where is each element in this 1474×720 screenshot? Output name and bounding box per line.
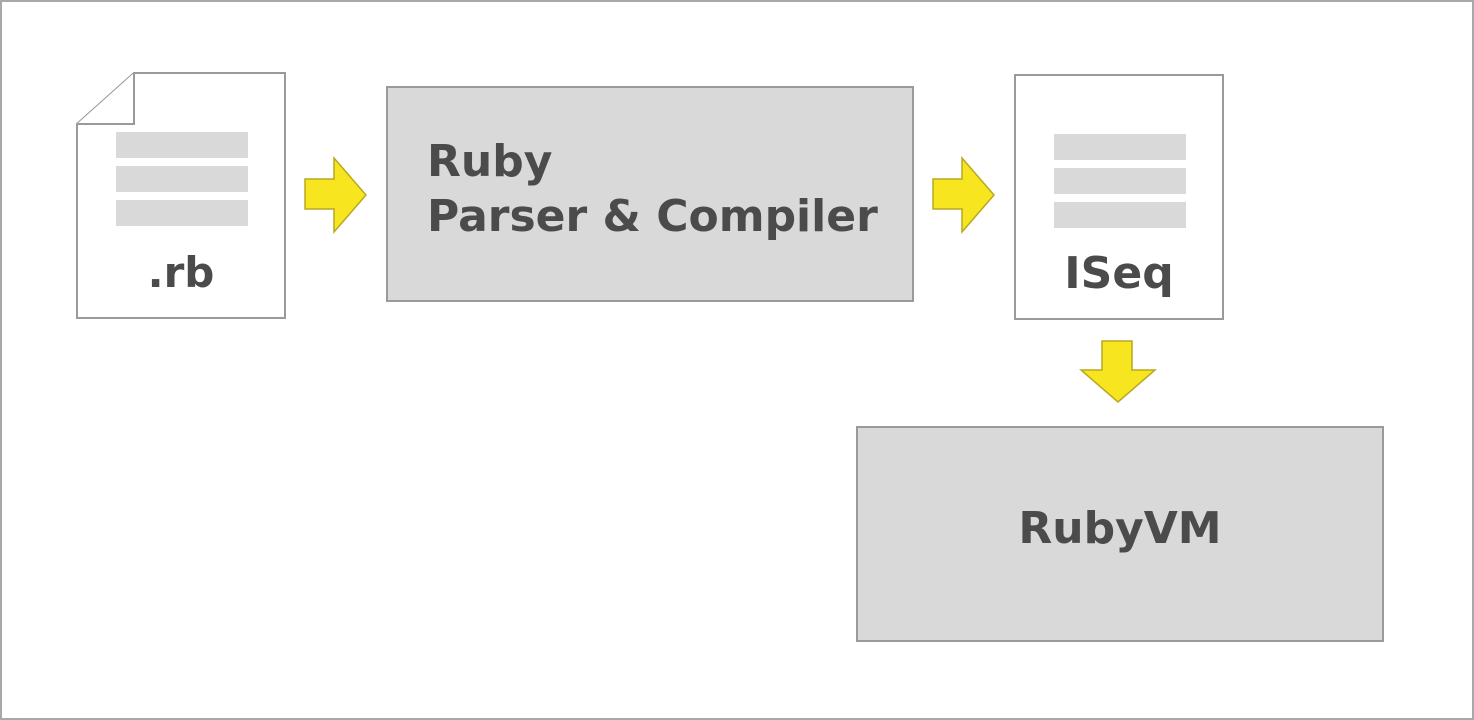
rb-file-label: .rb <box>147 248 215 297</box>
iseq-label: ISeq <box>1064 248 1174 299</box>
rb-document-icon <box>76 72 286 319</box>
iseq-document-icon <box>1014 74 1224 320</box>
document-line <box>1054 202 1186 228</box>
rubyvm-label: RubyVM <box>1018 503 1222 554</box>
document-line <box>116 132 248 158</box>
document-line <box>1054 134 1186 160</box>
rubyvm-box <box>856 426 1384 642</box>
parser-compiler-box <box>386 86 914 302</box>
arrow-down-icon <box>1078 340 1158 403</box>
document-line <box>1054 168 1186 194</box>
document-line <box>116 166 248 192</box>
arrow-right-icon <box>304 155 367 235</box>
arrow-right-icon <box>932 155 995 235</box>
document-line <box>116 200 248 226</box>
compiler-title-line2: Parser & Compiler <box>427 191 878 242</box>
compiler-title-line1: Ruby <box>427 136 553 187</box>
